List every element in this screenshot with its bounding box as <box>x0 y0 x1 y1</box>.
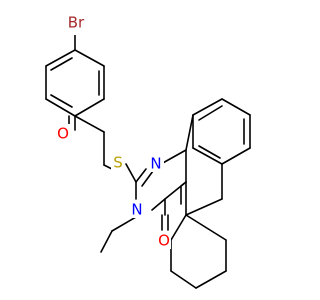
ethyl-group <box>100 216 137 253</box>
molecule-structure-canvas: Br O S N N O <box>45 14 251 289</box>
bromophenyl-ring <box>45 49 105 117</box>
pyrimidinone-ring <box>125 149 187 216</box>
ketone-linker <box>68 115 113 170</box>
benzo-ring <box>185 98 251 165</box>
bromine-atom-label: Br <box>68 14 85 32</box>
amide-oxygen-atom-label: O <box>158 232 170 250</box>
ketone-oxygen-atom-label: O <box>57 125 69 143</box>
atom-labels: Br O S N N O <box>56 14 171 250</box>
nitrogen-atom-label-2: N <box>131 201 142 219</box>
molecule-structure: Br O S N N O <box>45 14 251 289</box>
amide-carbonyl <box>161 214 169 231</box>
bridge-and-spiro <box>185 163 223 216</box>
cyclohexane-ring <box>170 214 227 289</box>
nitrogen-atom-label-1: N <box>150 155 161 173</box>
sulfur-atom-label: S <box>113 154 123 172</box>
